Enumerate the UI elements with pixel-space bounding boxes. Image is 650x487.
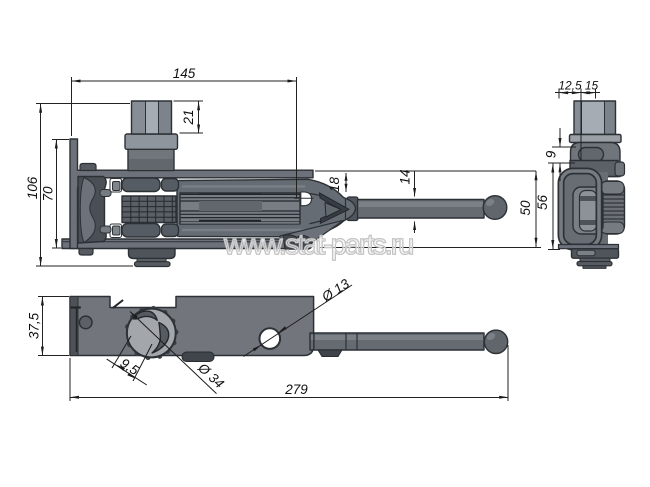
svg-text:50: 50 [518, 200, 533, 216]
svg-text:37,5: 37,5 [27, 312, 42, 339]
svg-text:70: 70 [41, 186, 56, 202]
svg-text:15: 15 [585, 79, 599, 93]
svg-text:18: 18 [327, 177, 342, 193]
svg-text:14: 14 [398, 169, 413, 184]
svg-text:106: 106 [25, 176, 40, 199]
svg-text:12,5: 12,5 [558, 79, 582, 93]
svg-text:279: 279 [284, 382, 308, 397]
svg-text:56: 56 [535, 195, 550, 211]
svg-text:145: 145 [173, 66, 196, 81]
svg-text:21: 21 [181, 109, 196, 125]
svg-text:www.stat-parts.ru: www.stat-parts.ru [223, 229, 413, 261]
svg-text:9: 9 [544, 150, 559, 158]
